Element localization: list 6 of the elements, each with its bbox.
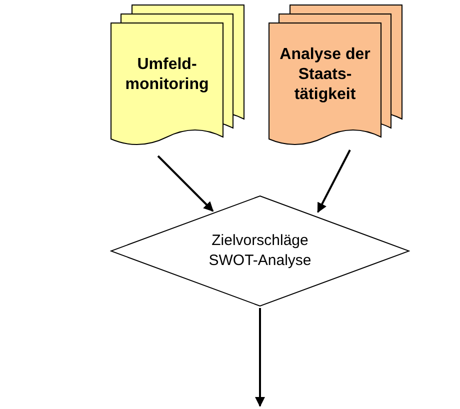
decision-label: Zielvorschläge SWOT-Analyse	[208, 231, 312, 271]
arrow	[317, 150, 351, 213]
arrow	[255, 308, 265, 407]
arrow	[157, 155, 214, 212]
document-label: Umfeld- monitoring	[124, 55, 210, 95]
document-label: Analyse der Staats- tätigkeit	[278, 45, 372, 105]
